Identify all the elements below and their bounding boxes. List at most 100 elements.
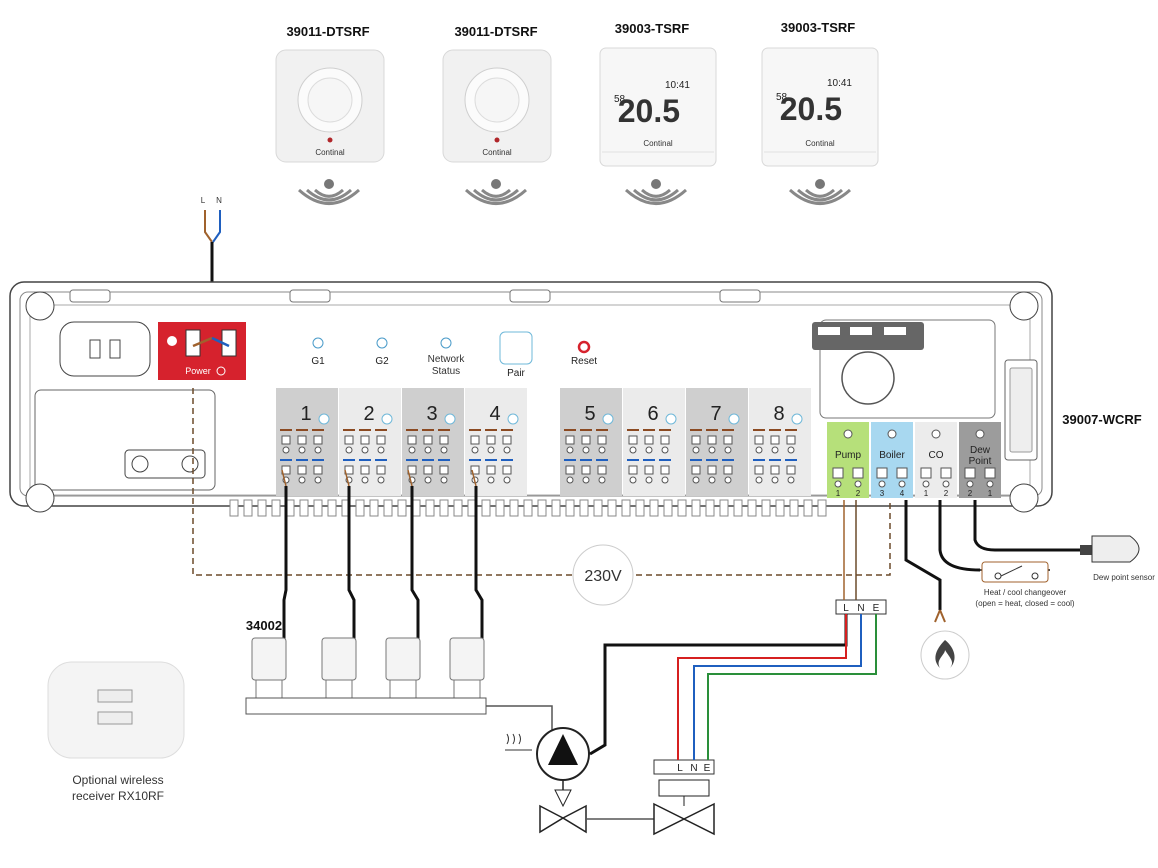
zone-led-icon [791,413,803,425]
changeover-label: Heat / cool changeover [984,588,1067,597]
pair-label: Pair [507,368,525,379]
zone-led-icon [602,413,614,425]
output-label: Point [969,456,992,467]
output-label: CO [929,450,944,461]
boiler-wire [904,500,946,623]
lne-e: E [873,603,880,614]
led-network-status-label: Network Status [427,354,465,377]
thermostat-4-model: 39003-TSRF [781,20,855,35]
reset-button[interactable] [577,340,591,354]
actuator [449,469,485,699]
output-pump: Pump 1 2 [827,422,869,498]
zone-2: 2 [339,388,401,496]
zone-valve-icon [653,779,715,836]
thermostat-3-humidity: 58 [614,94,626,105]
zone-number: 3 [426,403,437,425]
thermostat-1-model: 39011-DTSRF [286,24,369,39]
zone-8: 8 [749,388,811,496]
output-icon [975,429,985,439]
network-status-led-icon [440,337,452,349]
thermostat-4-time: 10:41 [827,78,852,89]
changeover-note: (open = heat, closed = cool) [975,599,1075,608]
zone-number: 6 [647,403,658,425]
g2-led-icon [376,337,388,349]
output-boiler: Boiler 3 4 [871,422,913,498]
valve-lne-e: E [704,763,711,774]
zone-4: 4 [465,388,527,496]
thermostat-3-model: 39003-TSRF [615,21,689,36]
digital-thermostat-4: 10:41 58 20.5 Continal [761,47,879,167]
zone-terminals: 1 2 3 4 5 6 7 8 [276,388,811,496]
status-leds: G1 G2 [311,337,452,367]
dew-point-wire [973,500,1090,552]
dew-point-sensor-label: Dew point sensor [1093,573,1155,582]
output-icon [887,429,897,439]
zone-led-icon [728,413,740,425]
thermostat-2-brand: Continal [482,148,512,157]
zone-led-icon [318,413,330,425]
zone-7: 7 [686,388,748,496]
thermostat-4-temp: 20.5 [780,91,842,127]
valve-lne-l: L [677,763,683,774]
wireless-signal-icons [297,179,852,205]
output-icon [843,429,853,439]
output-terminal-number: 2 [944,489,949,498]
output-terminal-number: 3 [880,489,885,498]
receiver-caption-2: receiver RX10RF [72,789,164,803]
output-label: Pump [835,450,862,461]
actuators [251,469,485,699]
pair-button-group[interactable]: Pair [499,331,533,379]
receiver-caption-1: Optional wireless [72,773,163,787]
zone-led-icon [381,413,393,425]
dial-thermostat-2: Continal [442,49,552,163]
actuator [321,469,357,699]
wireless-signal-icon [788,179,852,205]
zone-5: 5 [560,388,622,496]
dew-point-sensor-icon [1080,535,1140,563]
status-led-icon [494,137,500,143]
power-input-l-label: L [201,196,206,205]
led-g1-label: G1 [311,356,325,367]
zone-led-icon [507,413,519,425]
output-icon [931,429,941,439]
valve-lne-n: N [690,763,697,774]
wireless-signal-icon [297,179,361,205]
zone-1: 1 [276,388,338,496]
lne-junction-valve: L N E [653,759,715,775]
zone-6: 6 [623,388,685,496]
zone-number: 4 [489,403,500,425]
actuator-model: 34002 [246,618,282,633]
actuator [251,469,288,699]
co-wire [938,500,1050,583]
zone-number: 8 [773,403,784,425]
power-block: Power [158,322,246,380]
thermostat-2-model: 39011-DTSRF [454,24,537,39]
controller-model: 39007-WCRF [1062,412,1142,427]
zone-number: 2 [363,403,374,425]
zone-number: 5 [584,403,595,425]
pump-power-wires [589,500,877,760]
lne-l: L [843,603,849,614]
reset-button-group[interactable]: Reset [571,340,597,367]
g1-led-icon [312,337,324,349]
dial-thermostat-1: Continal [275,49,385,163]
output-terminal-number: 2 [856,489,861,498]
output-terminal-number: 1 [836,489,841,498]
pump-symbol [505,727,590,781]
thermostat-3-brand: Continal [643,139,673,148]
thermostat-3-temp: 20.5 [618,93,680,129]
power-input-n-label: N [216,196,222,205]
zone-number: 7 [710,403,721,425]
power-icon [216,366,226,376]
output-label: Boiler [879,450,905,461]
output-terminal-number: 4 [900,489,905,498]
thermostat-4-humidity: 58 [776,92,788,103]
digital-thermostat-3: 10:41 58 20.5 Continal [599,47,717,167]
pair-button[interactable] [499,331,533,365]
power-block-label: Power [185,366,211,376]
boiler-flame-icon [920,630,970,680]
